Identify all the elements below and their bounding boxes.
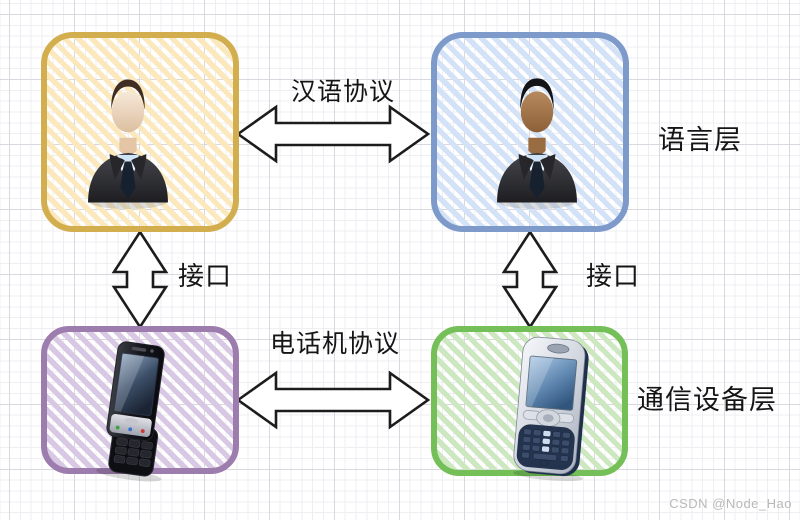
label-interface-right: 接口 (586, 261, 641, 291)
qwerty-phone-icon (513, 336, 589, 481)
slider-phone-icon (95, 341, 165, 482)
double-arrow-interface-left (111, 229, 169, 330)
node-phone-right (431, 326, 628, 481)
label-bottom-protocol: 电话机协议 (269, 330, 400, 358)
label-device-layer: 通信设备层 (637, 385, 777, 415)
node-phone-left (41, 326, 239, 482)
label-language-layer: 语言层 (658, 125, 742, 155)
label-top-protocol: 汉语协议 (290, 78, 395, 106)
node-speaker-right (431, 32, 629, 232)
double-arrow-bottom-protocol (235, 370, 431, 430)
businessman-right-icon (497, 78, 577, 210)
double-arrow-top-protocol (235, 104, 431, 164)
label-interface-left: 接口 (178, 261, 233, 291)
watermark: CSDN @Node_Hao (669, 496, 792, 511)
businessman-left-icon (88, 79, 168, 210)
node-speaker-left (41, 32, 239, 232)
double-arrow-interface-right (501, 229, 559, 330)
